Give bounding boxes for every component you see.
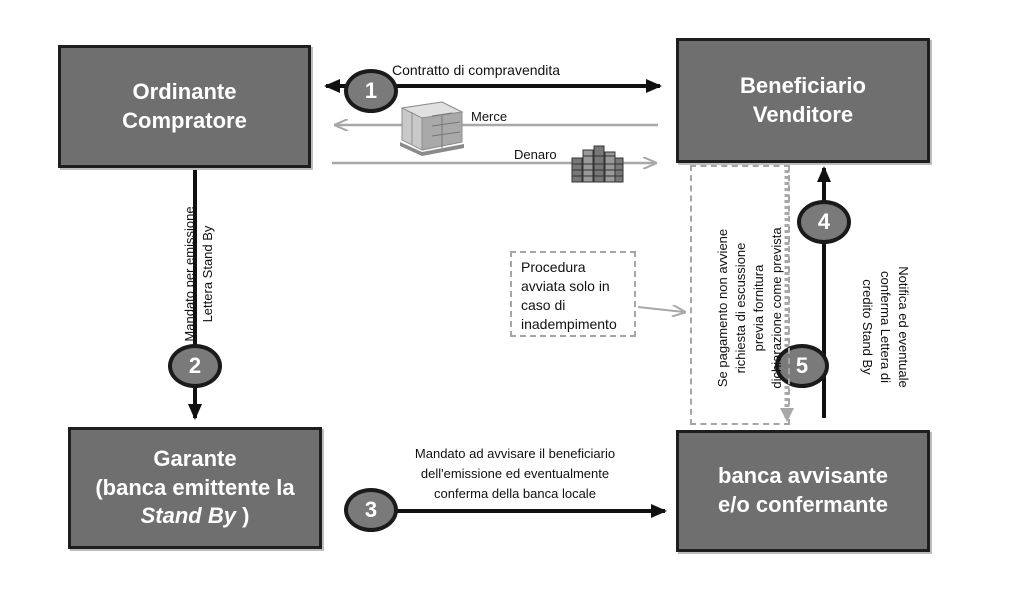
- beneficiario-venditore-box: Beneficiario Venditore: [676, 38, 930, 163]
- beneficiario-title: Beneficiario: [740, 72, 866, 98]
- ordinante-compratore-box: Ordinante Compratore: [58, 45, 311, 168]
- mandato-emissione-label: Mandato per emissione Lettera Stand By: [182, 206, 215, 342]
- contratto-label: Contratto di compravendita: [392, 62, 561, 78]
- stand-by-tail: ): [235, 503, 250, 529]
- pallet-boxes-icon: [400, 101, 464, 156]
- notifica-label: Notifica ed eventuale conferma Lettera d…: [860, 266, 911, 388]
- step-3-badge: 3: [344, 488, 398, 532]
- procedura-dashed-box: Procedura avviata solo in caso di inadem…: [510, 251, 636, 337]
- escussione-dashed-box: [690, 165, 790, 425]
- coin-stacks-icon: [571, 145, 624, 183]
- garante-box: Garante (banca emittente la Stand By ): [68, 427, 322, 549]
- procedura-arrow: [637, 307, 684, 312]
- merce-label: Merce: [471, 109, 508, 124]
- ordinante-title: Ordinante: [132, 78, 237, 104]
- stand-by-italic: Stand By: [140, 503, 236, 529]
- step-4-badge: 4: [797, 200, 851, 244]
- step-1-badge: 1: [344, 69, 398, 113]
- denaro-label: Denaro: [514, 147, 557, 162]
- garante-stand-by-line: Stand By ): [141, 502, 250, 531]
- garante-subtitle: (banca emittente la: [95, 474, 295, 500]
- venditore-title: Venditore: [752, 101, 854, 127]
- step-2-badge: 2: [168, 344, 222, 388]
- compratore-title: Compratore: [122, 107, 247, 133]
- escussione-label: Se pagamento non avviene richiesta di es…: [715, 227, 784, 389]
- banca-subtitle: e/o confermante: [718, 492, 888, 517]
- banca-title: banca avvisante: [718, 463, 888, 489]
- garante-title: Garante: [153, 446, 237, 472]
- banca-avvisante-box: banca avvisante e/o confermante: [676, 430, 930, 552]
- mandato-avvisare-label: Mandato ad avvisare il beneficiario dell…: [414, 446, 616, 501]
- step-5-badge: 5: [775, 344, 829, 388]
